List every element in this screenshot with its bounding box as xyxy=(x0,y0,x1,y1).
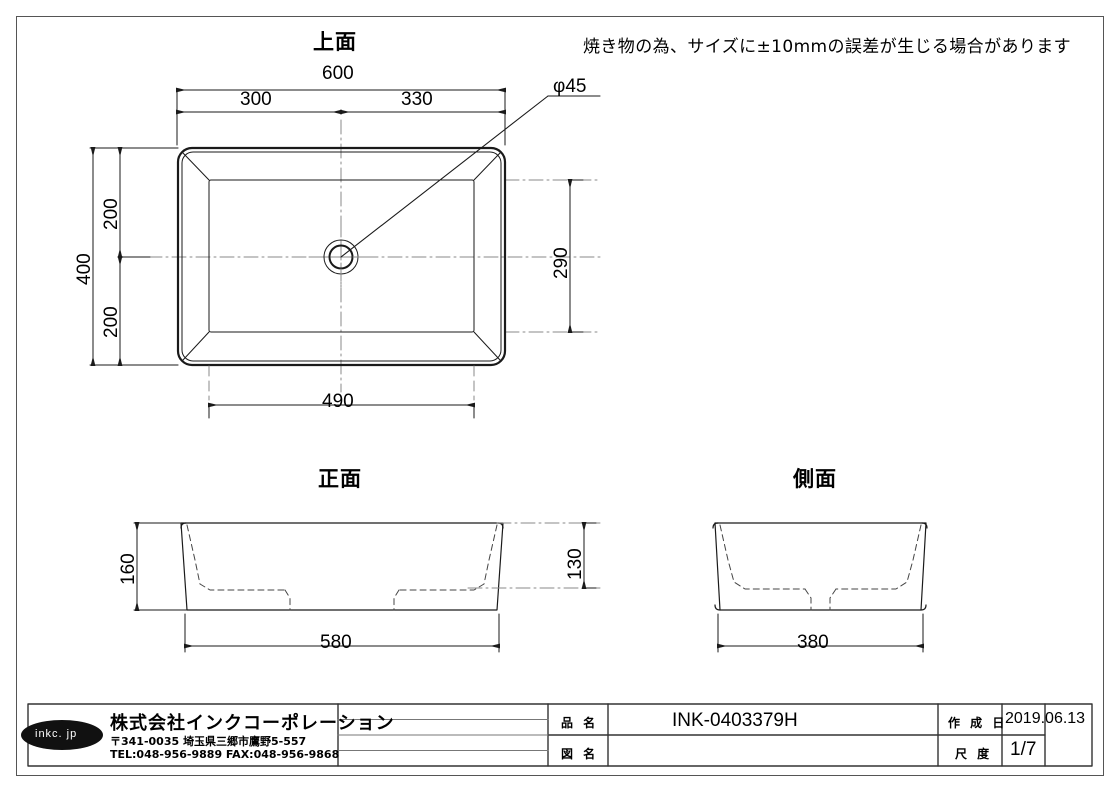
dim-label-200-lower: 200 xyxy=(101,306,122,338)
side-view-outline xyxy=(714,522,927,611)
revision-rows xyxy=(337,719,549,751)
dim-label-160: 160 xyxy=(118,553,139,585)
company-contact: TEL:048-956-9889 FAX:048-956-9868 xyxy=(110,748,340,761)
side-view-title: 側面 xyxy=(793,467,837,491)
top-view-title: 上面 xyxy=(313,30,357,54)
field-label-scale: 尺 度 xyxy=(955,747,993,761)
field-value-created-date: 2019.06.13 xyxy=(1005,710,1086,727)
field-label-drawing-name: 図 名 xyxy=(561,747,599,761)
company-address: 〒341-0035 埼玉県三郷市鷹野5-557 xyxy=(110,735,307,748)
company-logo-ellipse xyxy=(21,720,103,750)
dim-label-drain-diameter: φ45 xyxy=(553,76,587,97)
dim-label-600: 600 xyxy=(322,63,354,84)
front-view-title: 正面 xyxy=(318,467,362,491)
field-label-created-date: 作 成 日 xyxy=(948,716,1008,730)
dim-label-290: 290 xyxy=(551,247,572,279)
front-view-outline xyxy=(180,522,504,611)
dim-label-300: 300 xyxy=(240,89,272,110)
company-logo-text: inkc. jp xyxy=(35,728,78,740)
company-name: 株式会社インクコーポレーション xyxy=(110,713,395,734)
drain-leader-line xyxy=(340,95,549,258)
dim-label-400: 400 xyxy=(74,253,95,285)
dim-label-580: 580 xyxy=(320,632,352,653)
field-value-scale: 1/7 xyxy=(1010,739,1037,760)
front-view-hidden-lines xyxy=(186,524,498,611)
tolerance-note: 焼き物の為、サイズに±10mmの誤差が生じる場合があります xyxy=(583,37,1072,57)
basin-outer-outline xyxy=(176,146,507,367)
dim-label-490: 490 xyxy=(322,391,354,412)
field-value-product-name: INK-0403379H xyxy=(672,710,798,731)
basin-bowl-outline xyxy=(208,179,475,333)
side-view-hidden-lines xyxy=(719,524,922,611)
field-label-product-name: 品 名 xyxy=(561,716,599,730)
dim-label-380: 380 xyxy=(797,632,829,653)
dim-label-130: 130 xyxy=(565,548,586,580)
basin-rim-inner xyxy=(181,151,502,362)
dim-label-330: 330 xyxy=(401,89,433,110)
dim-label-200-upper: 200 xyxy=(101,198,122,230)
